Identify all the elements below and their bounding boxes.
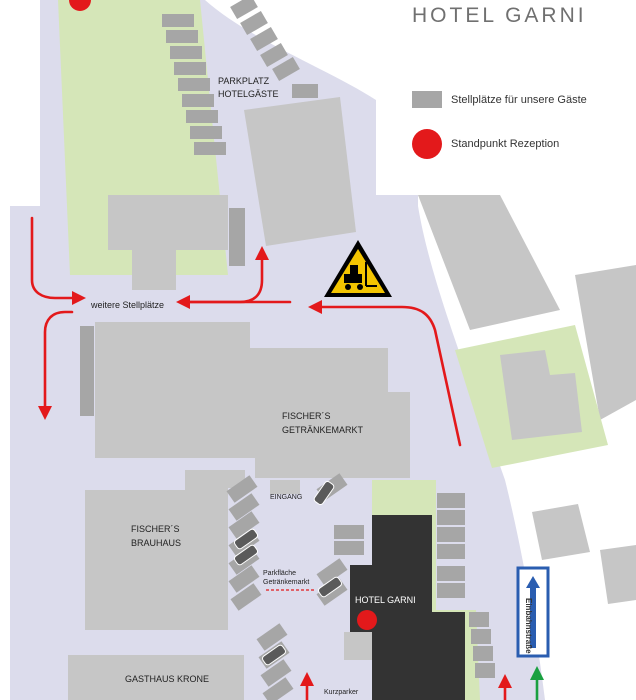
legend-item-parking: Stellplätze für unsere Gäste <box>412 91 587 108</box>
building-gasthaus-krone <box>68 655 244 700</box>
parking-area-label-line2: Getränkemarkt <box>263 579 309 586</box>
one-way-sign[interactable] <box>516 566 550 658</box>
guest-parking-row-west <box>162 14 226 155</box>
hotel-label: HOTEL GARNI <box>355 595 416 605</box>
one-way-label: Einbahnstraße <box>524 598 533 654</box>
legend-reception-label: Standpunkt Rezeption <box>451 138 560 150</box>
short-term-parking-label: Kurzparker <box>324 689 359 696</box>
green-arrow-icon <box>530 666 544 700</box>
parking-swatch-icon <box>412 91 442 108</box>
beverage-market-label-line1: FISCHER´S <box>282 411 331 421</box>
building-hotel-garni[interactable] <box>350 515 465 700</box>
legend-item-reception: Standpunkt Rezeption <box>412 129 559 159</box>
route-arrowheads <box>38 246 512 688</box>
more-parking-label: weitere Stellplätze <box>90 300 164 310</box>
brewery-label-line2: BRAUHAUS <box>131 538 181 548</box>
parking-stall-vertical <box>229 208 245 266</box>
parking-guests-label-line2: HOTELGÄSTE <box>218 89 279 99</box>
hotel-title: HOTEL GARNI <box>412 4 587 27</box>
hotel-stair-block <box>344 632 372 660</box>
beverage-market-label-line2: GETRÄNKEMARKT <box>282 425 364 435</box>
building-east-small <box>532 504 590 560</box>
guest-parking-row-east <box>230 0 318 98</box>
building-east-large <box>418 195 560 330</box>
car-icons <box>233 480 343 666</box>
building-block-north <box>108 195 228 290</box>
building-east-far <box>575 265 636 420</box>
parking-stalls-hotel-east <box>437 493 495 678</box>
brewery-label-line1: FISCHER´S <box>131 524 180 534</box>
reception-marker[interactable] <box>357 610 377 630</box>
entrance-label: EINGANG <box>270 494 302 501</box>
reception-dot-icon <box>412 129 442 159</box>
building-entrance-block <box>270 480 300 494</box>
building-east-small-2 <box>600 545 636 604</box>
legend-panel: HOTEL GARNI Stellplätze für unsere Gäste… <box>376 0 636 195</box>
route-arrows <box>30 216 507 700</box>
building-east-lawn <box>500 350 582 440</box>
building-north-central <box>244 97 356 246</box>
forklift-warning-icon <box>324 240 392 297</box>
building-getraenkemarkt <box>95 322 410 478</box>
no-entry-sign <box>69 0 91 11</box>
inn-label: GASTHAUS KRONE <box>125 674 209 684</box>
building-brauhaus <box>85 470 245 630</box>
legend-parking-label: Stellplätze für unsere Gäste <box>451 93 587 106</box>
parking-guests-label-line1: PARKPLATZ <box>218 76 270 86</box>
parking-area-label-line1: Parkfläche <box>263 570 296 577</box>
parking-stall-strip <box>80 326 94 416</box>
